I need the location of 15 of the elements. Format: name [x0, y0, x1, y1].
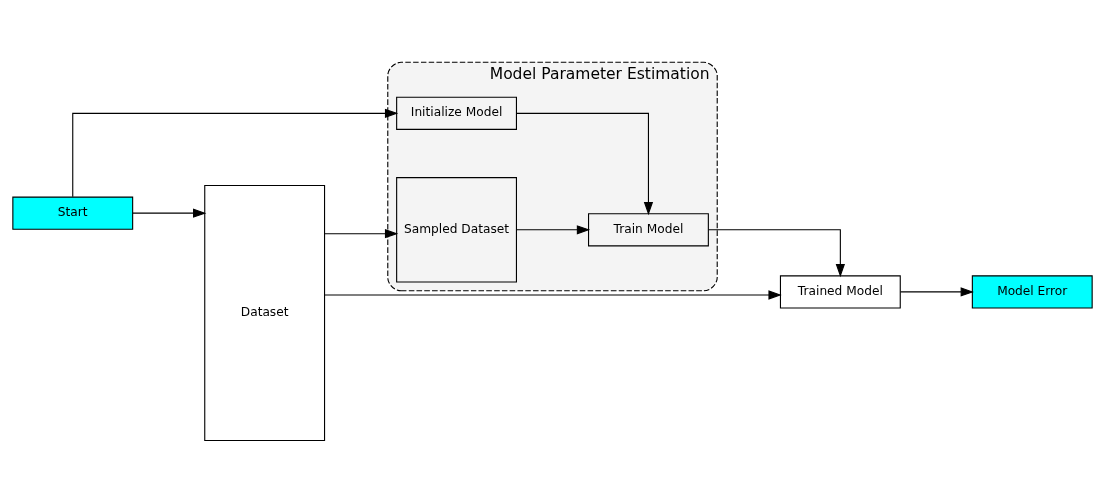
arrow [516, 112, 654, 215]
arrow [516, 224, 591, 234]
arrow [708, 228, 845, 277]
node-box: Start [12, 196, 134, 230]
arrow [324, 228, 399, 238]
node-box: Model Error [971, 274, 1093, 309]
node-box: Train Model [588, 212, 709, 246]
node-box: Initialize Model [396, 96, 517, 130]
node-box: Trained Model [779, 274, 901, 309]
arrow [132, 208, 207, 218]
arrow [324, 289, 782, 300]
arrow [900, 286, 974, 297]
node-box: Dataset [204, 184, 326, 441]
arrow [72, 108, 399, 197]
node-box: Sampled Dataset [396, 176, 517, 282]
